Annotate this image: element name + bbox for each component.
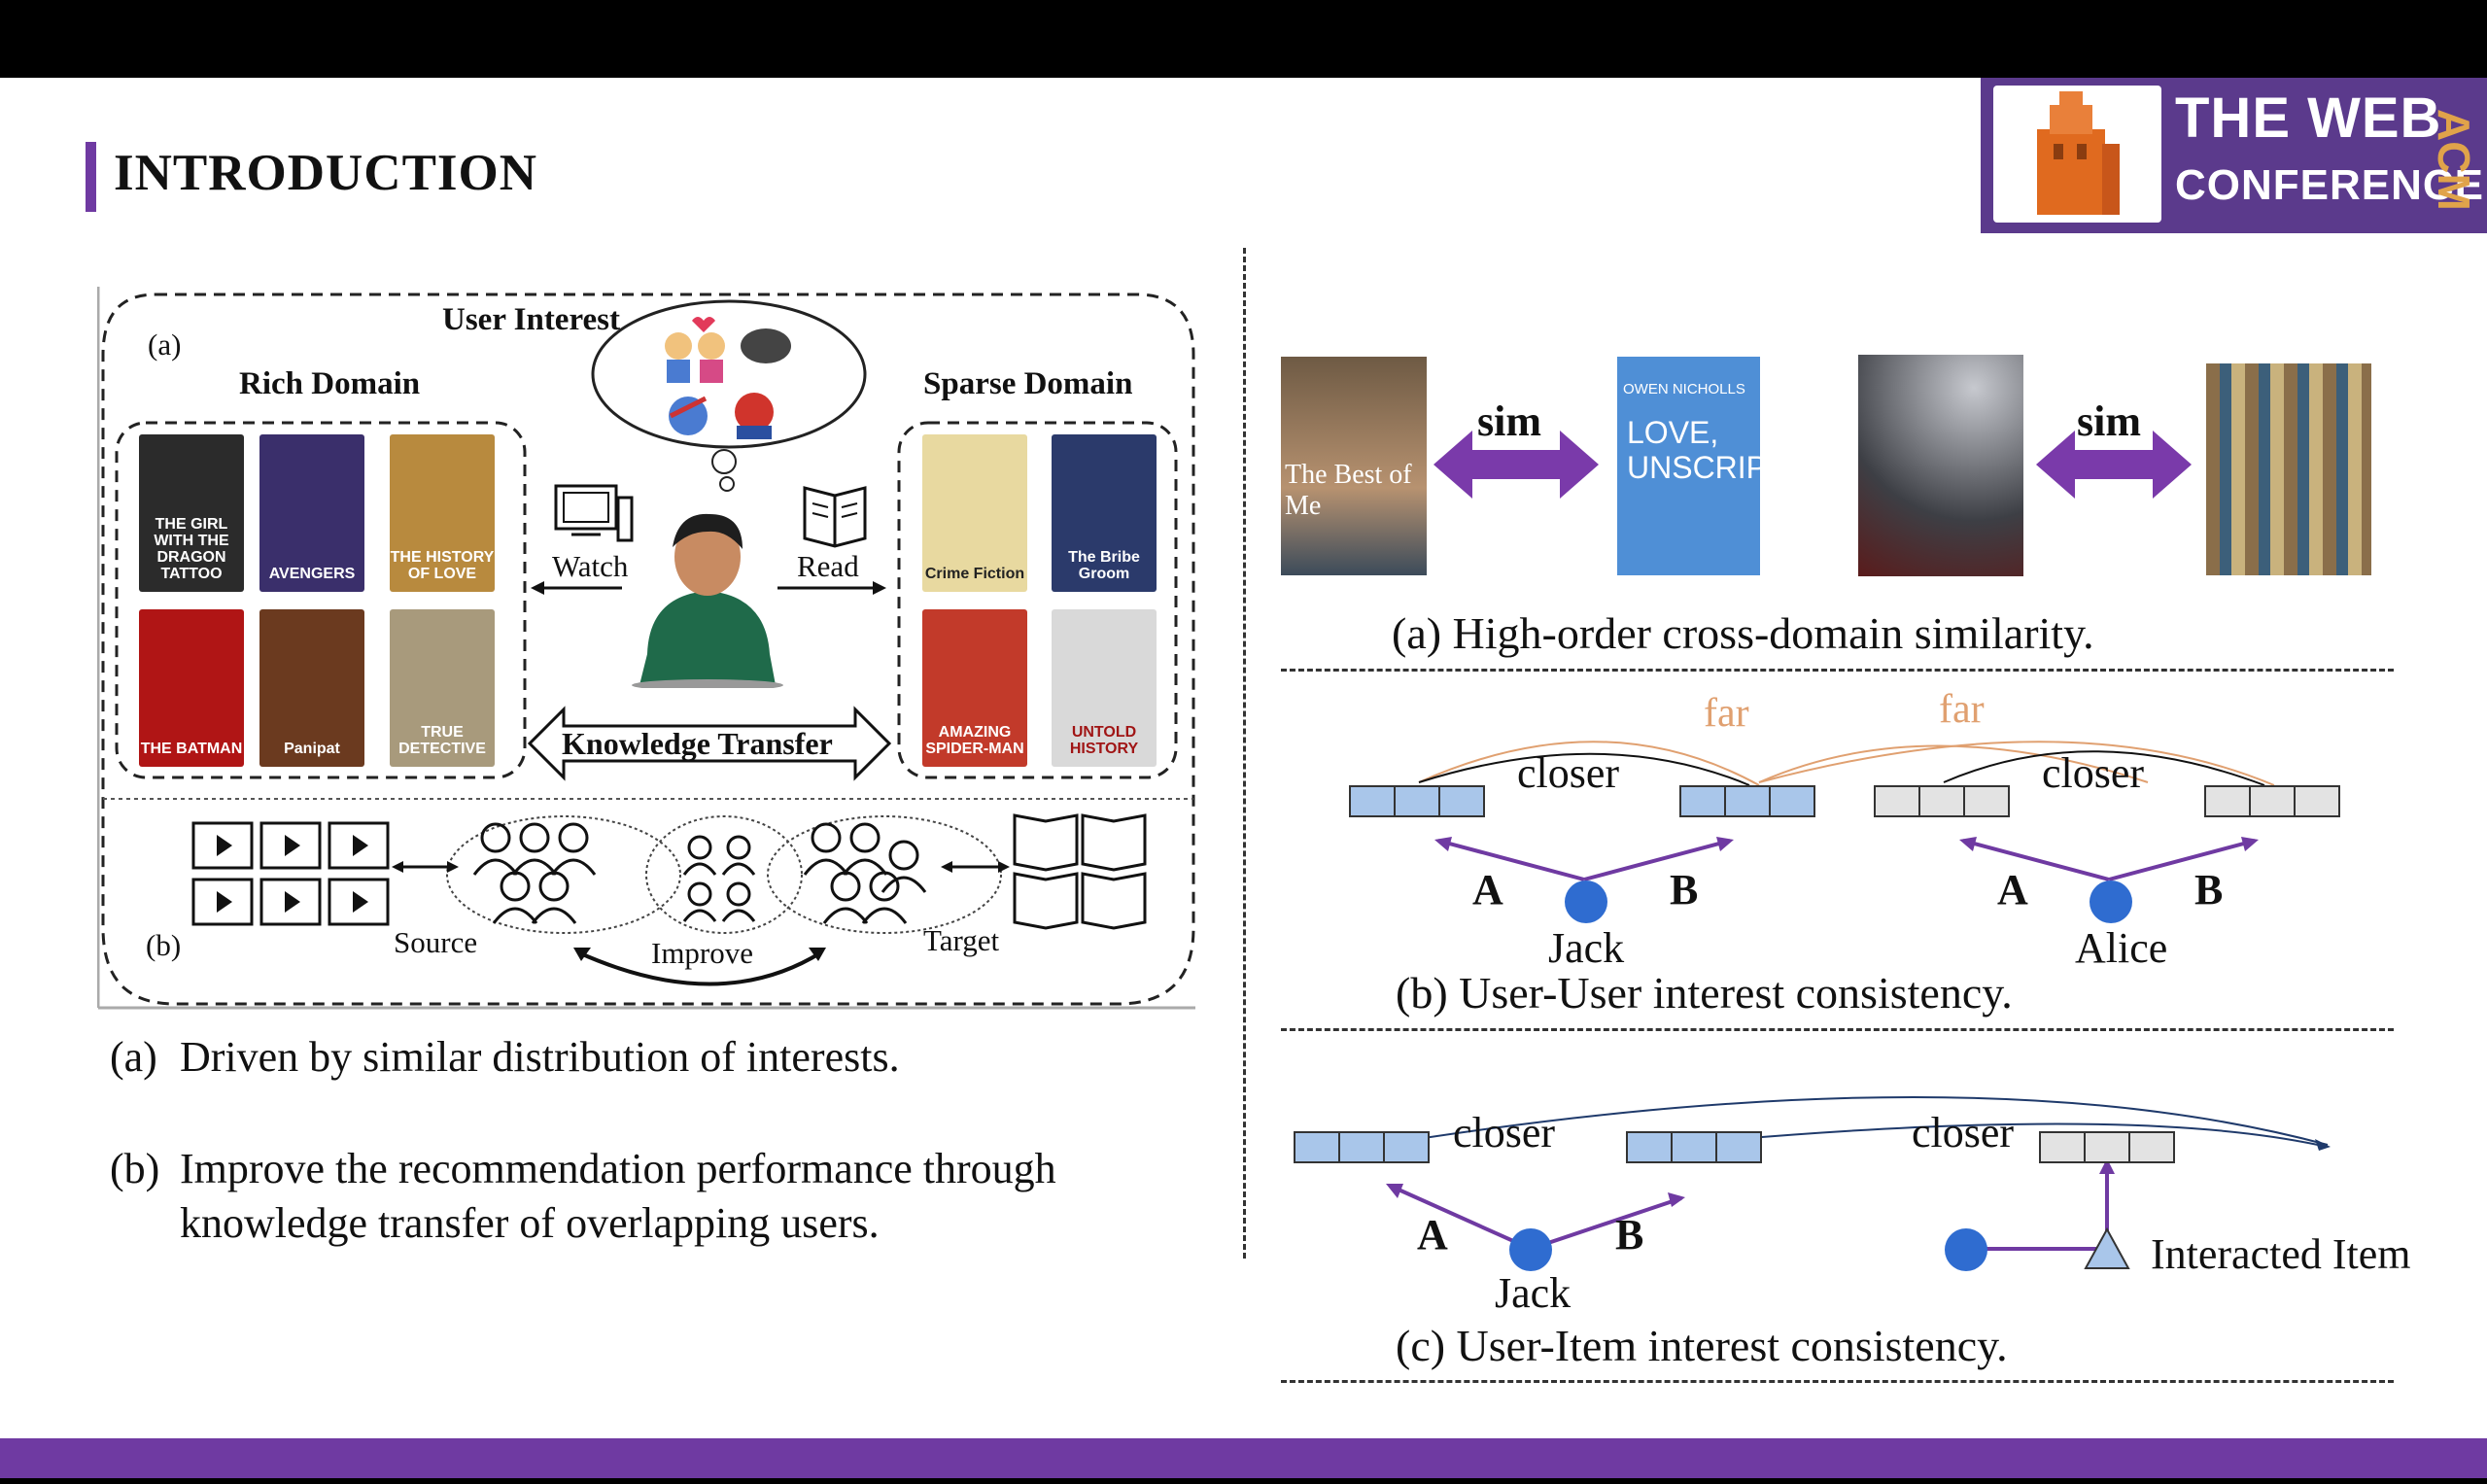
open-books-icon [1013,813,1147,930]
caption-b-text-line1: Improve the recommendation performance t… [180,1145,1056,1192]
user-label-alice: Alice [2075,924,2168,972]
label-b: B [2194,866,2224,914]
rich-domain-label: Rich Domain [239,366,421,401]
title-accent-bar [86,142,96,212]
label-a: A [1417,1211,1448,1259]
closer-label: closer [1453,1109,1556,1156]
column-divider [1243,248,1246,1259]
vector-blue [1679,785,1815,817]
user-interest-label: User Interest [442,302,620,337]
user-groups-icon [472,822,927,924]
photo-man-library[interactable] [2206,363,2371,575]
movie-poster-best-of-me[interactable]: The Best of Me [1281,357,1427,575]
bottom-black-strip [0,1478,2487,1484]
sim-arrow-2 [2036,431,2192,499]
label-a: A [1997,866,2028,914]
logo-text-line2: CONFERENCE [2175,161,2485,209]
caption-b-label: (b) [110,1145,160,1192]
divider-a [1281,669,2394,672]
photo-man-cinema[interactable] [1858,355,2023,576]
movie-poster[interactable]: TRUE DETECTIVE [390,609,495,767]
caption-a-text: Driven by similar distribution of intere… [180,1033,900,1081]
movie-poster[interactable]: Panipat [259,609,364,767]
caption-a-label: (a) [110,1033,157,1081]
book-cover[interactable]: UNTOLD HISTORY [1052,609,1157,767]
vector-grey [2204,785,2340,817]
user-label-jack: Jack [1495,1269,1572,1317]
logo-acm: ACM [2429,108,2479,211]
movie-poster[interactable]: THE HISTORY OF LOVE [390,434,495,592]
read-label: Read [797,549,859,583]
movie-poster[interactable]: THE BATMAN [139,609,244,767]
vector-blue [1294,1131,1430,1163]
user-label-jack: Jack [1548,924,1625,972]
caption-right-b: (b) User-User interest consistency. [1396,968,2013,1018]
watch-label: Watch [552,549,629,583]
user-person-icon [632,513,783,688]
panel-a-label: (a) [148,328,182,362]
sim-arrow-1 [1433,431,1599,499]
book-cover[interactable]: The Bribe Groom [1052,434,1157,592]
source-label: Source [394,925,478,959]
sim-label-2: sim [2077,397,2141,445]
label-b: B [1615,1211,1644,1259]
left-figure: (a) User Interest Rich Domain Sparse Dom… [97,287,1195,1011]
vector-blue [1349,785,1485,817]
improve-label: Improve [651,936,754,970]
page-title: INTRODUCTION [114,145,538,201]
closer-label: closer [2042,749,2145,797]
bottom-purple-bar [0,1438,2487,1484]
target-label: Target [923,923,1000,957]
vector-blue [1626,1131,1762,1163]
closer-label: closer [1912,1109,2015,1156]
web-conference-logo: THE WEB CONFERENCE ACM [1981,78,2487,233]
book-cover-love-unscripted[interactable]: OWEN NICHOLLS LOVE, UNSCRIPTED [1617,357,1760,575]
vector-grey [2039,1131,2175,1163]
divider-b [1281,1028,2394,1031]
tv-icon [554,484,634,542]
interacted-item-label: Interacted Item [2151,1230,2411,1278]
panel-b-label: (b) [146,928,182,962]
caption-b-text-line2: knowledge transfer of overlapping users. [180,1199,880,1247]
sim-label-1: sim [1477,397,1541,445]
sparse-domain-label: Sparse Domain [923,366,1133,401]
left-figure-frame [97,287,1195,1010]
film-strip-icon [191,821,390,926]
user-user-diagram [1418,741,2275,923]
logo-building-icon [1993,86,2161,223]
book-icon [803,486,867,548]
movie-poster[interactable]: THE GIRL WITH THE DRAGON TATTOO [139,434,244,592]
logo-text-line1: THE WEB [2175,86,2442,150]
top-black-bar [0,0,2487,78]
far-label-1: far [1704,691,1749,736]
label-a: A [1472,866,1503,914]
interest-characters-icon [665,317,791,439]
label-b: B [1670,866,1699,914]
closer-label: closer [1517,749,1620,797]
book-cover[interactable]: AMAZING SPIDER-MAN [922,609,1027,767]
caption-right-c: (c) User-Item interest consistency. [1396,1321,2008,1370]
knowledge-transfer-label: Knowledge Transfer [562,726,833,761]
caption-right-a: (a) High-order cross-domain similarity. [1392,608,2094,658]
divider-c [1281,1380,2394,1383]
far-label-2: far [1939,687,1985,732]
movie-poster[interactable]: AVENGERS [259,434,364,592]
vector-grey [1874,785,2010,817]
book-cover[interactable]: Crime Fiction [922,434,1027,592]
